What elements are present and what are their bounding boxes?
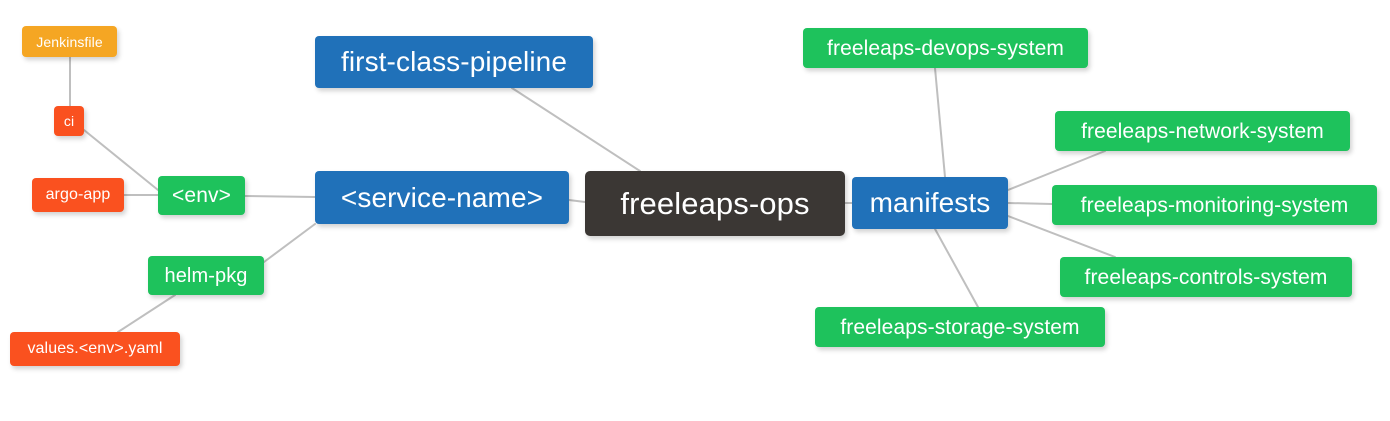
node-label-argo-app: argo-app xyxy=(45,186,111,203)
node-label-freeleaps-devops-system: freeleaps-devops-system xyxy=(827,36,1064,60)
node-label-freeleaps-storage-system: freeleaps-storage-system xyxy=(840,315,1080,339)
node-label-ci: ci xyxy=(63,113,75,129)
node-freeleaps-controls-system[interactable]: freeleaps-controls-system xyxy=(1060,257,1352,297)
node-label-manifests: manifests xyxy=(869,187,991,218)
node-label-freeleaps-network-system: freeleaps-network-system xyxy=(1081,119,1324,143)
edge-service-name-to-freeleaps-ops xyxy=(568,199,586,203)
node-label-helm-pkg: helm-pkg xyxy=(164,264,248,287)
node-freeleaps-devops-system[interactable]: freeleaps-devops-system xyxy=(803,28,1088,68)
node-service-name[interactable]: <service-name> xyxy=(315,171,569,224)
node-freeleaps-storage-system[interactable]: freeleaps-storage-system xyxy=(815,307,1105,347)
node-label-freeleaps-monitoring-system: freeleaps-monitoring-system xyxy=(1080,193,1349,217)
edge-manifests-to-freeleaps-monitoring-system xyxy=(1007,202,1053,205)
edge-helm-pkg-to-values-env-yaml xyxy=(117,294,176,333)
node-env[interactable]: <env> xyxy=(158,176,245,215)
node-first-class-pipeline[interactable]: first-class-pipeline xyxy=(315,36,593,88)
edge-service-name-to-helm-pkg xyxy=(263,223,316,263)
node-jenkinsfile[interactable]: Jenkinsfile xyxy=(22,26,117,57)
node-label-env: <env> xyxy=(172,184,231,207)
edge-first-class-pipeline-to-freeleaps-ops xyxy=(511,87,641,172)
node-ci[interactable]: ci xyxy=(54,106,84,136)
node-label-first-class-pipeline: first-class-pipeline xyxy=(340,46,568,77)
node-freeleaps-monitoring-system[interactable]: freeleaps-monitoring-system xyxy=(1052,185,1377,225)
node-freeleaps-ops[interactable]: freeleaps-ops xyxy=(585,171,845,236)
node-values-env-yaml[interactable]: values.<env>.yaml xyxy=(10,332,180,366)
node-label-freeleaps-ops: freeleaps-ops xyxy=(620,186,810,221)
node-label-service-name: <service-name> xyxy=(340,181,544,213)
edge-manifests-to-freeleaps-devops-system xyxy=(934,67,946,178)
node-label-jenkinsfile: Jenkinsfile xyxy=(36,33,103,50)
node-label-values-env-yaml: values.<env>.yaml xyxy=(27,340,163,357)
node-helm-pkg[interactable]: helm-pkg xyxy=(148,256,264,295)
node-label-freeleaps-controls-system: freeleaps-controls-system xyxy=(1084,265,1328,289)
node-freeleaps-network-system[interactable]: freeleaps-network-system xyxy=(1055,111,1350,151)
edge-manifests-to-freeleaps-storage-system xyxy=(934,228,979,308)
edge-env-to-service-name xyxy=(244,195,316,198)
node-manifests[interactable]: manifests xyxy=(852,177,1008,229)
node-argo-app[interactable]: argo-app xyxy=(32,178,124,212)
